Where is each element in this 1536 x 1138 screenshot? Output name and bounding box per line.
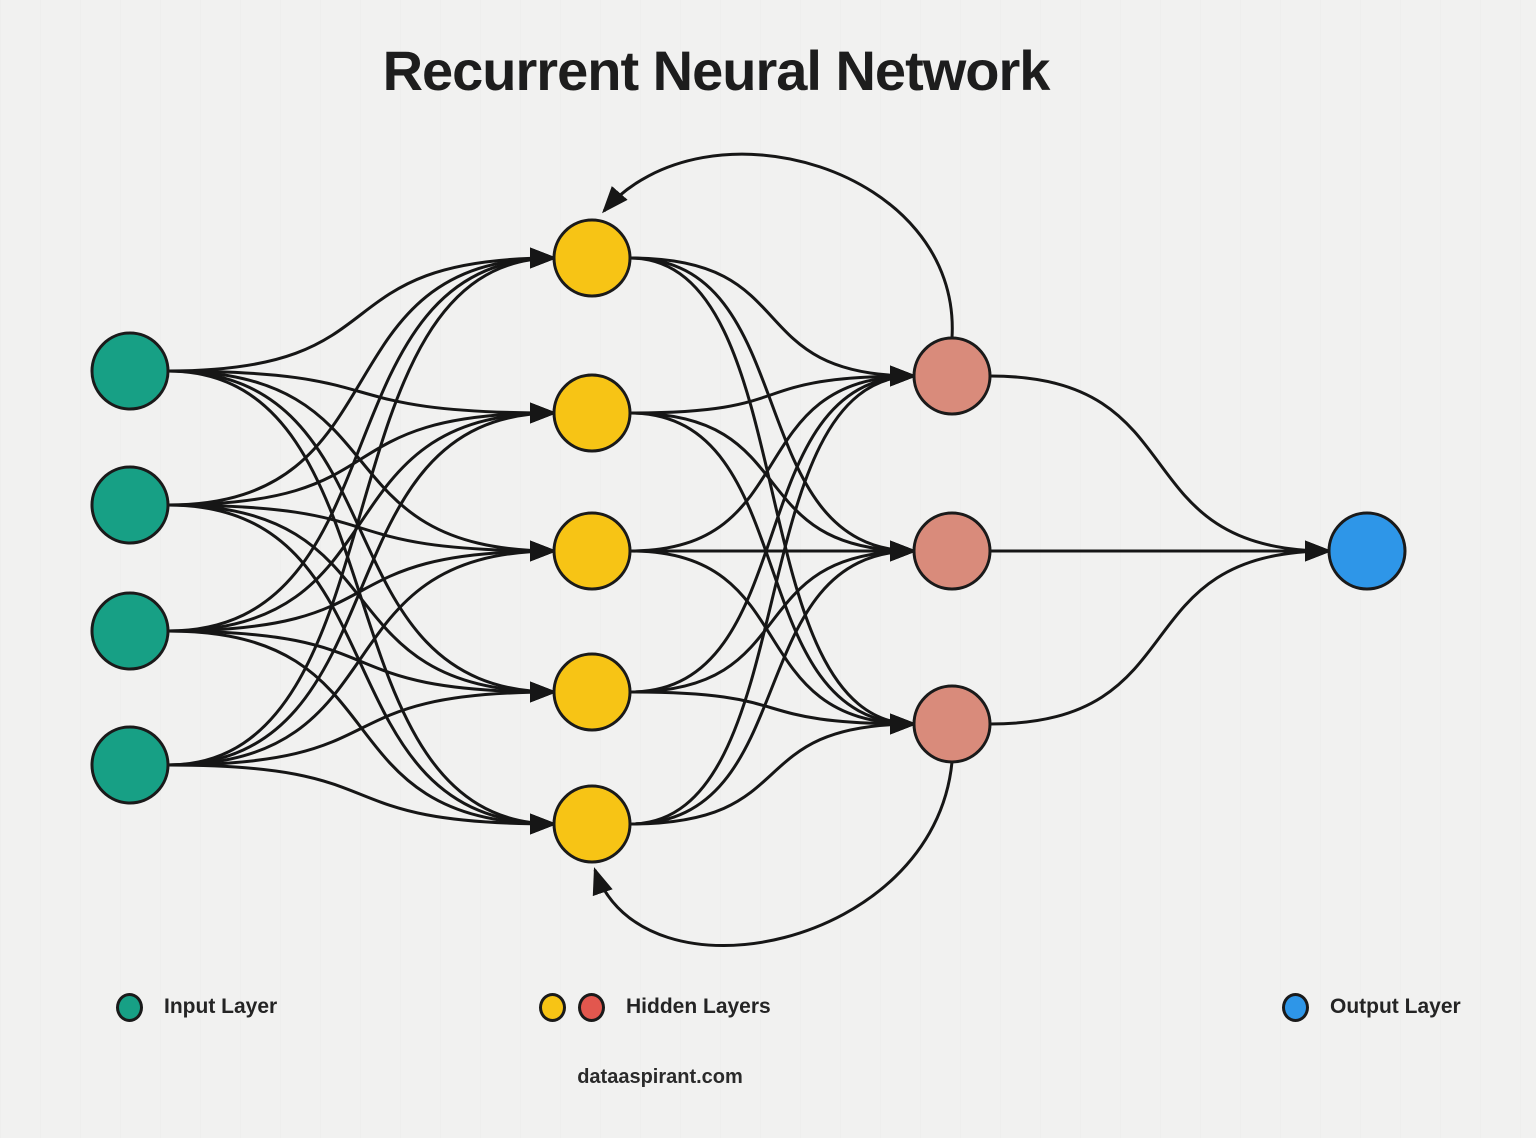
edge-input-2-to-hidden-1-5 — [167, 503, 557, 835]
output-layer-swatch-icon — [1282, 992, 1309, 1022]
edge-hidden-2-3-to-output-1 — [989, 540, 1332, 726]
footer-credit: dataaspirant.com — [577, 1066, 743, 1088]
edge-input-2-to-hidden-1-3 — [167, 503, 557, 562]
edge-input-4-to-hidden-1-1 — [167, 247, 557, 767]
node-hidden-2-2 — [912, 511, 992, 591]
node-hidden-1-3 — [552, 511, 632, 591]
edge-hidden-1-4-to-hidden-2-1 — [629, 365, 917, 694]
edge-input-2-to-hidden-1-1 — [167, 247, 557, 507]
edge-input-1-to-hidden-1-2 — [167, 369, 557, 424]
node-hidden-1-1 — [552, 218, 632, 298]
node-hidden-1-2 — [552, 373, 632, 453]
node-input-3 — [90, 591, 170, 671]
edge-input-3-to-hidden-1-2 — [167, 402, 557, 633]
edge-input-2-to-hidden-1-4 — [167, 503, 557, 703]
legend-label-input: Input Layer — [164, 995, 278, 1018]
edge-input-4-to-hidden-1-5 — [167, 763, 557, 835]
hidden-layer2-swatch-icon — [578, 992, 605, 1022]
node-output-1 — [1327, 511, 1407, 591]
edge-hidden-1-5-to-hidden-2-2 — [629, 540, 917, 826]
edge-hidden-1-2-to-hidden-2-2 — [629, 411, 917, 562]
edge-hidden-2-1-to-output-1 — [989, 374, 1332, 562]
edge-hidden-1-2-to-hidden-2-1 — [629, 365, 917, 415]
node-hidden-2-3 — [912, 684, 992, 764]
edge-hidden-1-3-to-hidden-2-1 — [629, 365, 917, 553]
recurrent-hidden2-top-to-hidden1-top — [602, 152, 954, 339]
edge-input-3-to-hidden-1-4 — [167, 629, 557, 703]
node-hidden-2-1 — [912, 336, 992, 416]
edge-hidden-1-2-to-hidden-2-3 — [629, 411, 917, 735]
legend-item-input-layer: Input Layer — [116, 992, 277, 1022]
edge-input-2-to-hidden-1-2 — [167, 402, 557, 507]
edge-input-4-to-hidden-1-3 — [167, 540, 557, 767]
edge-hidden-1-1-to-hidden-2-3 — [629, 256, 917, 735]
edge-hidden-1-1-to-hidden-2-2 — [629, 256, 917, 562]
edge-hidden-1-5-to-hidden-2-3 — [629, 713, 917, 826]
edge-input-1-to-hidden-1-1 — [167, 247, 557, 373]
edge-hidden-1-5-to-hidden-2-1 — [629, 365, 917, 826]
edge-input-3-to-hidden-1-1 — [167, 247, 557, 633]
legend-item-hidden-layers: Hidden Layers — [539, 992, 771, 1022]
edge-input-1-to-hidden-1-3 — [167, 369, 557, 562]
node-input-1 — [90, 331, 170, 411]
hidden-layer1-swatch-icon — [539, 992, 566, 1022]
node-hidden-1-4 — [552, 652, 632, 732]
node-input-4 — [90, 725, 170, 805]
edge-input-4-to-hidden-1-4 — [167, 681, 557, 767]
input-layer-swatch-icon — [116, 992, 143, 1022]
page-title: Recurrent Neural Network — [382, 39, 1051, 102]
node-input-2 — [90, 465, 170, 545]
edge-input-1-to-hidden-1-4 — [167, 369, 557, 703]
legend-label-output: Output Layer — [1330, 995, 1461, 1018]
edge-hidden-1-3-to-hidden-2-3 — [629, 549, 917, 735]
legend-label-hidden: Hidden Layers — [626, 995, 771, 1018]
edge-hidden-1-1-to-hidden-2-1 — [629, 256, 917, 387]
edge-hidden-1-4-to-hidden-2-3 — [629, 690, 917, 735]
edge-hidden-1-4-to-hidden-2-2 — [629, 540, 917, 694]
node-hidden-1-5 — [552, 784, 632, 864]
edge-input-4-to-hidden-1-2 — [167, 402, 557, 767]
recurrent-hidden2-bottom-to-hidden1-bottom — [592, 761, 954, 947]
legend-item-output-layer: Output Layer — [1282, 992, 1461, 1022]
